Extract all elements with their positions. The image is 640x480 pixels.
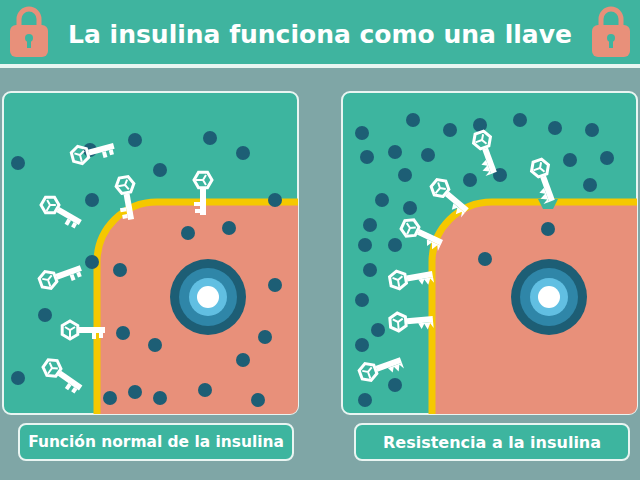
- glucose-dot: [600, 151, 614, 165]
- glucose-dot: [371, 323, 385, 337]
- glucose-dot: [403, 201, 417, 215]
- insulin-key: [38, 260, 84, 292]
- glucose-dot: [153, 163, 167, 177]
- glucose-dot: [148, 338, 162, 352]
- glucose-dot: [478, 252, 492, 266]
- glucose-dot: [363, 263, 377, 277]
- glucose-dot: [38, 308, 52, 322]
- glucose-dot: [375, 193, 389, 207]
- nucleus: [511, 259, 587, 335]
- glucose-dot: [473, 118, 487, 132]
- nucleus: [170, 259, 246, 335]
- insulin-key: [194, 172, 212, 215]
- glucose-dot: [406, 113, 420, 127]
- caption-text: Función normal de la insulina: [28, 433, 284, 451]
- glucose-dot: [363, 218, 377, 232]
- glucose-dot: [251, 393, 265, 407]
- glucose-dot: [85, 255, 99, 269]
- glucose-dot: [11, 371, 25, 385]
- insulin-key: [528, 158, 560, 205]
- insulin-key: [70, 137, 116, 165]
- title-rule: [0, 64, 640, 68]
- glucose-dot: [128, 385, 142, 399]
- caption-box: Resistencia a la insulina: [354, 423, 630, 461]
- glucose-dot: [563, 153, 577, 167]
- title-band: [0, 0, 640, 64]
- glucose-dot: [388, 378, 402, 392]
- glucose-dot: [355, 293, 369, 307]
- glucose-dot: [355, 338, 369, 352]
- caption-text: Resistencia a la insulina: [383, 433, 601, 452]
- glucose-dot: [358, 393, 372, 407]
- glucose-dot: [358, 238, 372, 252]
- insulin-key: [40, 356, 85, 395]
- glucose-dot: [236, 353, 250, 367]
- cell: [97, 202, 298, 414]
- glucose-dot: [355, 126, 369, 140]
- glucose-dot: [513, 113, 527, 127]
- glucose-dot: [443, 123, 457, 137]
- glucose-dot: [11, 156, 25, 170]
- glucose-dot: [388, 145, 402, 159]
- glucose-dot: [360, 150, 374, 164]
- glucose-dot: [268, 193, 282, 207]
- glucose-dot: [268, 278, 282, 292]
- glucose-dot: [103, 391, 117, 405]
- glucose-dot: [128, 133, 142, 147]
- insulin-key: [358, 352, 405, 384]
- insulin-key: [399, 217, 446, 252]
- glucose-dot: [541, 222, 555, 236]
- glucose-dot: [153, 391, 167, 405]
- glucose-dot: [113, 263, 127, 277]
- insulin-key: [389, 310, 433, 333]
- insulin-key: [115, 176, 140, 221]
- glucose-dot: [203, 131, 217, 145]
- glucose-dot: [548, 121, 562, 135]
- glucose-dot: [388, 238, 402, 252]
- insulin-key: [389, 265, 434, 291]
- lock-icon: [592, 9, 630, 57]
- insulin-key: [470, 130, 502, 177]
- glucose-dot: [398, 168, 412, 182]
- insulin-key: [428, 176, 473, 218]
- insulin-key: [62, 321, 105, 339]
- glucose-dot: [583, 178, 597, 192]
- glucose-dot: [198, 383, 212, 397]
- glucose-dot: [236, 146, 250, 160]
- glucose-dot: [116, 326, 130, 340]
- cell: [432, 202, 637, 414]
- lock-icon: [10, 9, 48, 57]
- glucose-dot: [85, 193, 99, 207]
- glucose-dot: [222, 221, 236, 235]
- glucose-dot: [181, 226, 195, 240]
- insulin-key: [39, 193, 85, 230]
- glucose-dot: [585, 123, 599, 137]
- glucose-dot: [463, 173, 477, 187]
- title: La insulina funciona como una llave: [60, 14, 580, 54]
- glucose-dot: [258, 330, 272, 344]
- glucose-dot: [421, 148, 435, 162]
- caption-box: Función normal de la insulina: [18, 423, 294, 461]
